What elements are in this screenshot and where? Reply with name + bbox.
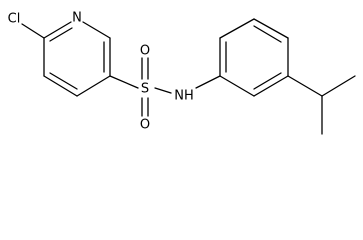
bond-b5-ch: [287, 75, 323, 97]
bond-b3-b4: [253, 18, 289, 39]
bond-c6-n: [82, 21, 111, 39]
bond-b3-b4-inner: [253, 25, 282, 43]
bond-b6-b1: [219, 75, 255, 97]
bond-b5-b6-inner: [253, 72, 282, 90]
bond-c5-s: [109, 75, 139, 89]
isopropyl-group: [287, 75, 356, 135]
chlorine-label: Cl: [8, 12, 21, 27]
amine-nh-label: NH: [174, 89, 194, 104]
pyridine-nitrogen-label: N: [72, 11, 82, 26]
bond-c2-cl: [21, 23, 45, 39]
bond-ch-ch3-right: [321, 75, 356, 97]
molecule-structure: Cl N S O O NH: [8, 11, 356, 135]
bond-c4-c5: [76, 75, 111, 97]
bond-c3-c4-inner: [49, 72, 78, 90]
sulfur-label: S: [141, 82, 149, 97]
bond-c2-n-inner: [49, 27, 73, 42]
bond-b2-b3: [219, 18, 255, 39]
bond-s-nh: [154, 87, 172, 94]
pyridine-ring: [43, 21, 111, 97]
bond-c3-c4: [43, 75, 78, 97]
benzene-ring: [219, 18, 289, 97]
oxygen-top-label: O: [140, 44, 150, 59]
bond-b5-b6: [253, 75, 289, 97]
bond-nh-aryl: [195, 75, 221, 89]
oxygen-bottom-label: O: [140, 118, 150, 133]
bond-n-c2: [43, 21, 72, 39]
